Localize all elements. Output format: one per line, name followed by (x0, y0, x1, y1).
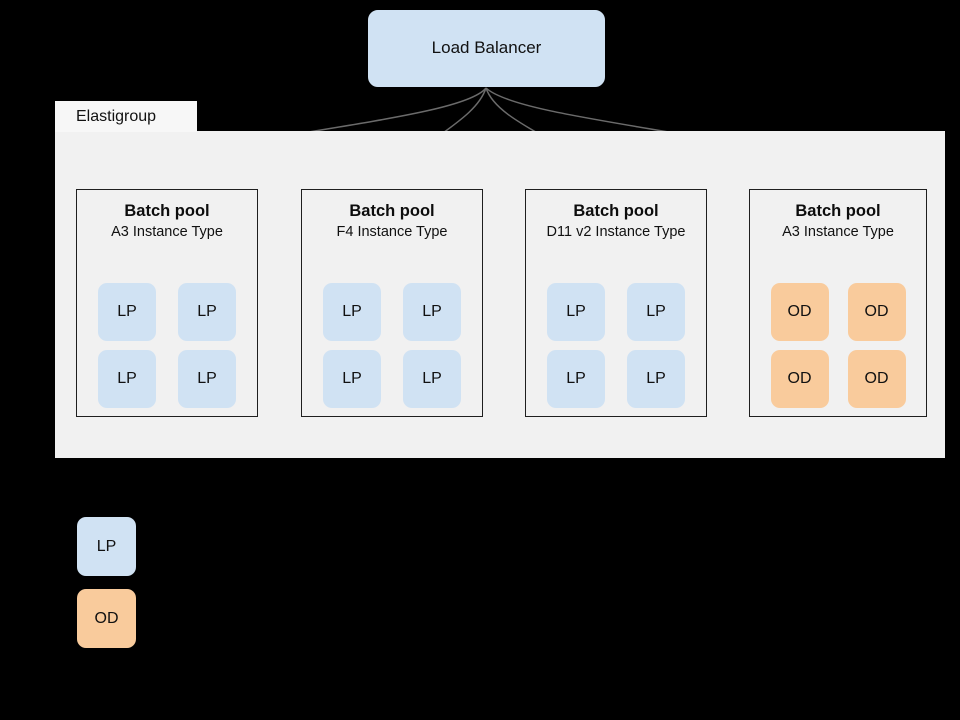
batch-pool-2-nodes: LP LP LP LP (526, 283, 706, 408)
batch-pool-2-title: Batch pool (573, 202, 659, 220)
instance-node[interactable]: LP (178, 350, 236, 408)
instance-node[interactable]: LP (178, 283, 236, 341)
instance-node[interactable]: LP (627, 350, 685, 408)
elastigroup-label: Elastigroup (76, 107, 157, 125)
instance-node[interactable]: OD (770, 350, 829, 408)
instance-node[interactable]: OD (847, 283, 906, 341)
batch-pool-1[interactable]: Batch pool F4 Instance Type LP LP LP LP (301, 189, 483, 417)
instance-node[interactable]: LP (323, 350, 381, 408)
batch-pool-3-subtitle: A3 Instance Type (782, 223, 894, 240)
instance-node[interactable]: LP (98, 283, 156, 341)
batch-pool-3[interactable]: Batch pool A3 Instance Type OD OD OD OD (749, 189, 927, 417)
load-balancer-box[interactable]: Load Balancer (368, 10, 605, 87)
instance-node[interactable]: LP (627, 283, 685, 341)
instance-node[interactable]: LP (98, 350, 156, 408)
batch-pool-1-title: Batch pool (349, 202, 435, 220)
legend: LP OD (77, 517, 136, 661)
instance-node[interactable]: LP (547, 350, 605, 408)
batch-pool-2-subtitle: D11 v2 Instance Type (546, 223, 686, 240)
batch-pool-3-nodes: OD OD OD OD (750, 283, 926, 408)
instance-node[interactable]: OD (770, 283, 829, 341)
instance-node[interactable]: LP (403, 283, 461, 341)
batch-pool-2[interactable]: Batch pool D11 v2 Instance Type LP LP LP… (525, 189, 707, 417)
load-balancer-label: Load Balancer (431, 38, 542, 58)
instance-node[interactable]: LP (323, 283, 381, 341)
legend-swatch-od: OD (77, 589, 136, 648)
batch-pool-1-nodes: LP LP LP LP (302, 283, 482, 408)
batch-pool-3-title: Batch pool (795, 202, 881, 220)
batch-pool-0-subtitle: A3 Instance Type (111, 223, 223, 240)
batch-pool-0[interactable]: Batch pool A3 Instance Type LP LP LP LP (76, 189, 258, 417)
batch-pool-0-title: Batch pool (124, 202, 210, 220)
elastigroup-tab: Elastigroup (55, 101, 197, 132)
instance-node[interactable]: OD (847, 350, 906, 408)
legend-swatch-lp: LP (77, 517, 136, 576)
batch-pool-0-nodes: LP LP LP LP (77, 283, 257, 408)
batch-pool-1-subtitle: F4 Instance Type (336, 223, 448, 240)
instance-node[interactable]: LP (547, 283, 605, 341)
instance-node[interactable]: LP (403, 350, 461, 408)
